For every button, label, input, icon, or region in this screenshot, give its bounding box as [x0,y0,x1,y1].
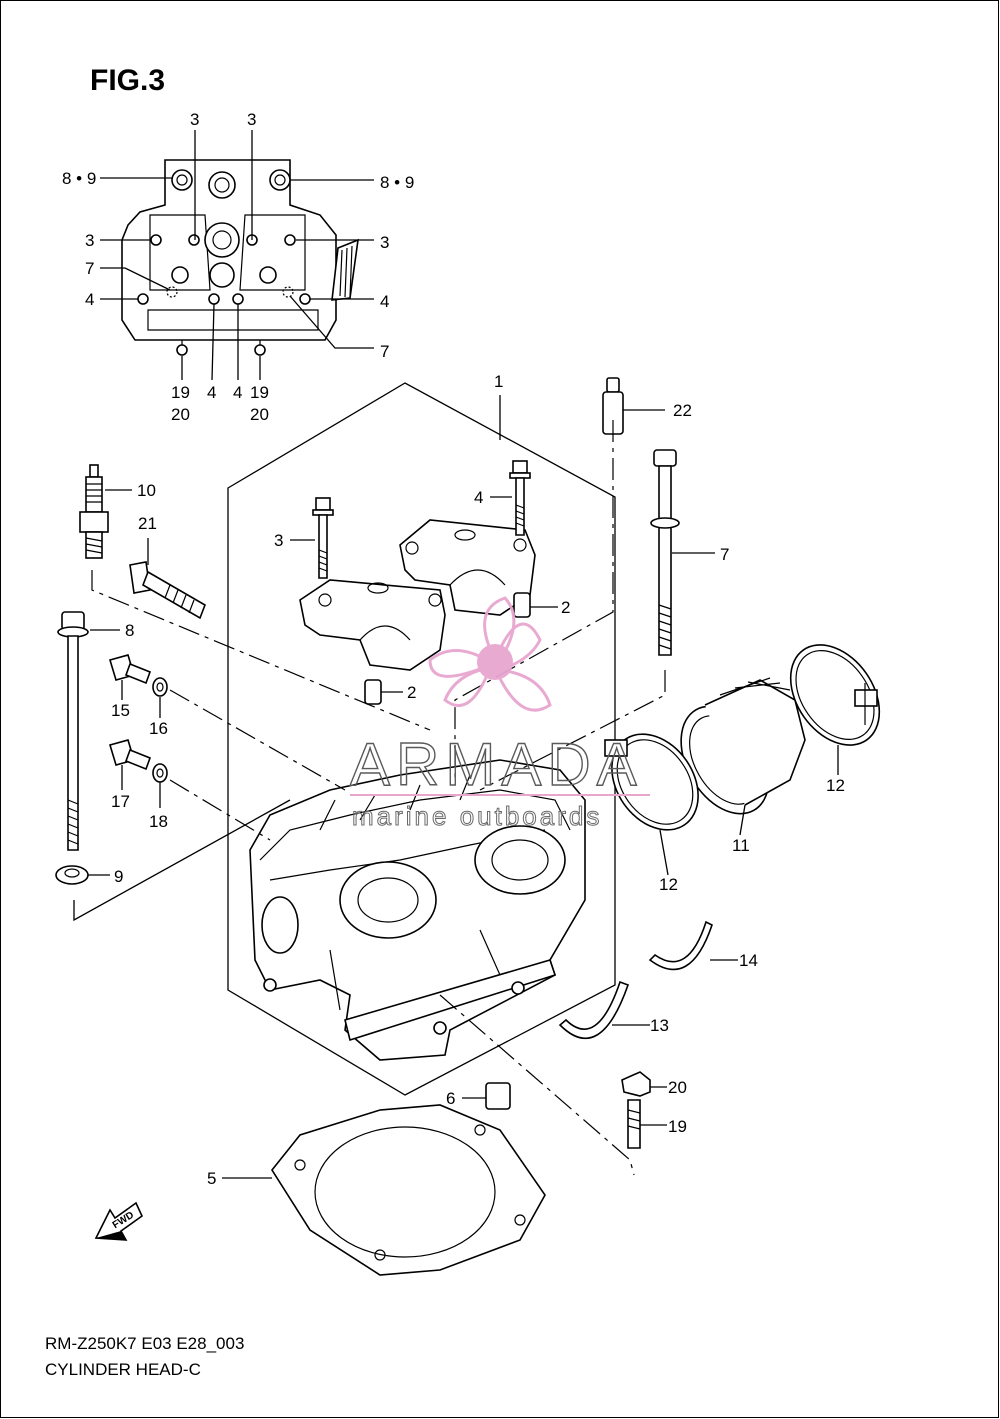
callout: 9 [114,867,123,886]
callout: 4 [380,292,389,311]
callout: 7 [85,259,94,278]
small-bolts [108,654,168,783]
arc-piece-13 [558,980,630,1040]
callout: 4 [474,488,483,507]
bolt-21 [129,561,206,620]
callout: 4 [207,383,216,402]
callout: 13 [650,1016,669,1035]
long-bolt-8 [57,611,89,851]
callout: 14 [739,951,758,970]
main-leader-lines [73,395,839,1179]
figure-title: FIG.3 [90,64,165,97]
arc-piece-14 [648,920,713,971]
callout: 12 [826,776,845,795]
nut-and-stud [621,1071,651,1149]
callout: 5 [207,1169,216,1188]
callout: 20 [250,405,269,424]
diagram-caption: CYLINDER HEAD-C [45,1360,201,1379]
callout: 16 [149,719,168,738]
callout: 3 [380,233,389,252]
callout: 8 • 9 [62,169,96,188]
dowel-6 [485,1082,511,1110]
callout: 15 [111,701,130,720]
callout: 11 [732,836,750,855]
intake-pipe [680,677,806,815]
watermark-tagline: marine outboards [352,801,602,831]
callout: 2 [407,683,416,702]
callout: 3 [85,231,94,250]
callout-labels: 3 3 8 • 9 8 • 9 3 3 7 4 4 7 19 20 4 4 19… [62,110,845,1188]
callout: 2 [561,598,570,617]
callout: 1 [494,372,503,391]
callout: 20 [171,405,190,424]
callout: 20 [668,1078,687,1097]
head-gasket [271,1104,546,1276]
callout: 4 [233,383,242,402]
callout: 22 [673,401,692,420]
callout: 17 [111,792,130,811]
long-stud-bolt [650,449,680,656]
spark-plug [79,464,109,559]
hose-clamp-left [604,733,699,831]
propeller-logo-icon [428,596,552,712]
watermark-brand: ARMADA [350,731,643,798]
callout: 3 [247,110,256,129]
dowel-pin [364,679,382,705]
callout: 18 [149,812,168,831]
callout: 21 [138,514,157,533]
callout: 4 [85,290,94,309]
callout: 3 [274,531,283,550]
callout: 3 [190,110,199,129]
callout: 19 [171,383,190,402]
armada-watermark: ARMADA marine outboards [349,596,650,832]
callout: 19 [250,383,269,402]
callout: 19 [668,1117,687,1136]
callout: 7 [720,545,729,564]
callout: 8 • 9 [380,173,414,192]
model-code: RM-Z250K7 E03 E28_003 [45,1334,244,1353]
camshaft-caps [299,519,536,671]
callout: 6 [446,1089,455,1108]
callout: 8 [125,621,134,640]
cap-bolts [312,460,531,579]
washer-9 [55,865,89,885]
head-assembly-outline [227,382,616,1096]
top-view-leader-lines [100,130,374,381]
cylinder-head-body [249,759,586,1061]
callout: 12 [659,875,678,894]
hose-clamp-right [789,644,881,746]
callout: 7 [380,342,389,361]
callout: 10 [137,481,156,500]
dowel-pin [513,592,531,618]
cylinder-head-top-view [121,159,359,356]
